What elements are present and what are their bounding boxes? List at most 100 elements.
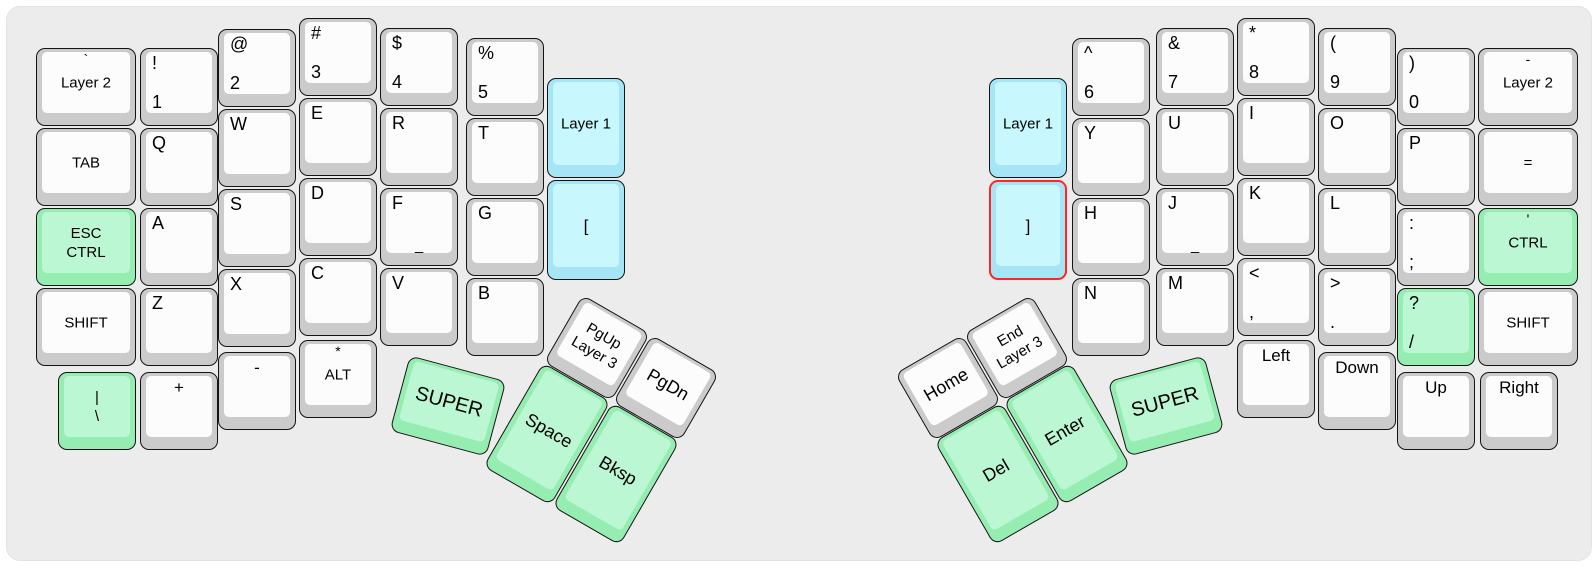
key-1-legend-top: !	[152, 53, 158, 73]
key-7[interactable]: &7	[1156, 28, 1234, 106]
key-1[interactable]: !1	[140, 48, 218, 126]
key-w[interactable]: W	[218, 109, 296, 187]
key-grave-layer2-legend: Layer 2	[60, 74, 112, 91]
key-left-bracket[interactable]: [	[547, 180, 625, 280]
key-k[interactable]: K	[1237, 178, 1315, 256]
key-w-cap: W	[224, 113, 290, 174]
key-5-legend-bottom: 5	[478, 82, 489, 102]
key-arrow-up[interactable]: Up	[1397, 372, 1475, 450]
key-a-legend-top: A	[152, 213, 165, 233]
key-x[interactable]: X	[218, 269, 296, 347]
key-plus[interactable]: +	[140, 372, 218, 450]
key-equals[interactable]: =	[1478, 128, 1578, 206]
key-minus-legend: -	[254, 358, 260, 377]
key-w-legend-top: W	[230, 114, 247, 134]
key-h-cap: H	[1078, 202, 1144, 263]
key-tab[interactable]: TAB	[36, 128, 136, 206]
key-arrow-left[interactable]: Left	[1237, 340, 1315, 418]
key-a[interactable]: A	[140, 208, 218, 286]
key-j[interactable]: J_	[1156, 188, 1234, 266]
key-quote-ctrl[interactable]: 'CTRL	[1478, 208, 1578, 286]
key-h[interactable]: H	[1072, 198, 1150, 276]
key-plus-legend: +	[174, 378, 184, 397]
key-super-right-legend: SUPER	[1128, 382, 1201, 422]
key-layer1-left-cap: Layer 1	[553, 82, 619, 165]
key-arrow-down-cap: Down	[1324, 356, 1390, 417]
key-arrow-right[interactable]: Right	[1480, 372, 1558, 450]
key-e[interactable]: E	[299, 98, 377, 176]
key-8[interactable]: *8	[1237, 18, 1315, 96]
key-2[interactable]: @2	[218, 29, 296, 107]
key-a-cap: A	[146, 212, 212, 273]
key-t[interactable]: T	[466, 118, 544, 196]
key-3-legend-top: #	[311, 23, 322, 43]
key-v[interactable]: V	[380, 268, 458, 346]
key-l-legend-top: L	[1330, 193, 1341, 213]
key-g[interactable]: G	[466, 198, 544, 276]
key-j-homing-bar: _	[1190, 237, 1200, 254]
key-h-legend-top: H	[1084, 203, 1097, 223]
key-f[interactable]: F_	[380, 188, 458, 266]
key-z-legend-top: Z	[152, 293, 163, 313]
key-super-right-cap: SUPER	[1114, 360, 1216, 443]
key-z[interactable]: Z	[140, 288, 218, 366]
key-m-legend-top: M	[1168, 273, 1183, 293]
key-layer1-right[interactable]: Layer 1	[989, 78, 1067, 178]
key-layer1-right-cap: Layer 1	[995, 82, 1061, 165]
key-e-legend-top: E	[311, 103, 324, 123]
key-6[interactable]: ^6	[1072, 38, 1150, 116]
key-layer1-left[interactable]: Layer 1	[547, 78, 625, 178]
key-semicolon[interactable]: :;	[1397, 208, 1475, 286]
key-s[interactable]: S	[218, 189, 296, 267]
key-n-cap: N	[1078, 282, 1144, 343]
key-arrow-down[interactable]: Down	[1318, 352, 1396, 430]
key-o-cap: O	[1324, 112, 1390, 173]
key-m[interactable]: M	[1156, 268, 1234, 346]
key-pipe-backslash-cap: |\	[64, 376, 130, 437]
key-l[interactable]: L	[1318, 188, 1396, 266]
key-left-bracket-cap: [	[553, 184, 619, 267]
key-2-legend-bottom: 2	[230, 73, 241, 93]
key-space-legend: Space	[522, 408, 577, 452]
key-pipe-backslash[interactable]: |\	[58, 372, 136, 450]
key-o[interactable]: O	[1318, 108, 1396, 186]
key-super-right[interactable]: SUPER	[1107, 355, 1225, 457]
key-4-cap: $4	[386, 32, 452, 93]
key-right-bracket[interactable]: ]	[989, 180, 1067, 280]
key-period[interactable]: >.	[1318, 268, 1396, 346]
key-0[interactable]: )0	[1397, 48, 1475, 126]
key-d[interactable]: D	[299, 178, 377, 256]
key-9[interactable]: (9	[1318, 28, 1396, 106]
key-y[interactable]: Y	[1072, 118, 1150, 196]
key-arrow-right-cap: Right	[1486, 376, 1552, 437]
key-shift-left[interactable]: SHIFT	[36, 288, 136, 366]
key-shift-right-cap: SHIFT	[1484, 292, 1572, 353]
key-super-left[interactable]: SUPER	[389, 355, 507, 457]
key-5[interactable]: %5	[466, 38, 544, 116]
key-q[interactable]: Q	[140, 128, 218, 206]
key-slash[interactable]: ?/	[1397, 288, 1475, 366]
key-r[interactable]: R	[380, 108, 458, 186]
key-shift-right-legend: SHIFT	[1506, 314, 1550, 331]
key-p[interactable]: P	[1397, 128, 1475, 206]
key-i[interactable]: I	[1237, 98, 1315, 176]
key-star-alt[interactable]: *ALT	[299, 340, 377, 418]
key-minus-layer2[interactable]: -Layer 2	[1478, 48, 1578, 126]
key-c[interactable]: C	[299, 258, 377, 336]
key-grave-layer2[interactable]: `Layer 2	[36, 48, 136, 126]
key-comma[interactable]: <,	[1237, 258, 1315, 336]
key-i-cap: I	[1243, 102, 1309, 163]
key-3[interactable]: #3	[299, 18, 377, 96]
key-n[interactable]: N	[1072, 278, 1150, 356]
key-m-cap: M	[1162, 272, 1228, 333]
key-shift-right[interactable]: SHIFT	[1478, 288, 1578, 366]
key-0-legend-bottom: 0	[1409, 92, 1420, 112]
key-b[interactable]: B	[466, 278, 544, 356]
key-7-cap: &7	[1162, 32, 1228, 93]
key-u[interactable]: U	[1156, 108, 1234, 186]
key-4[interactable]: $4	[380, 28, 458, 106]
key-minus[interactable]: -	[218, 352, 296, 430]
